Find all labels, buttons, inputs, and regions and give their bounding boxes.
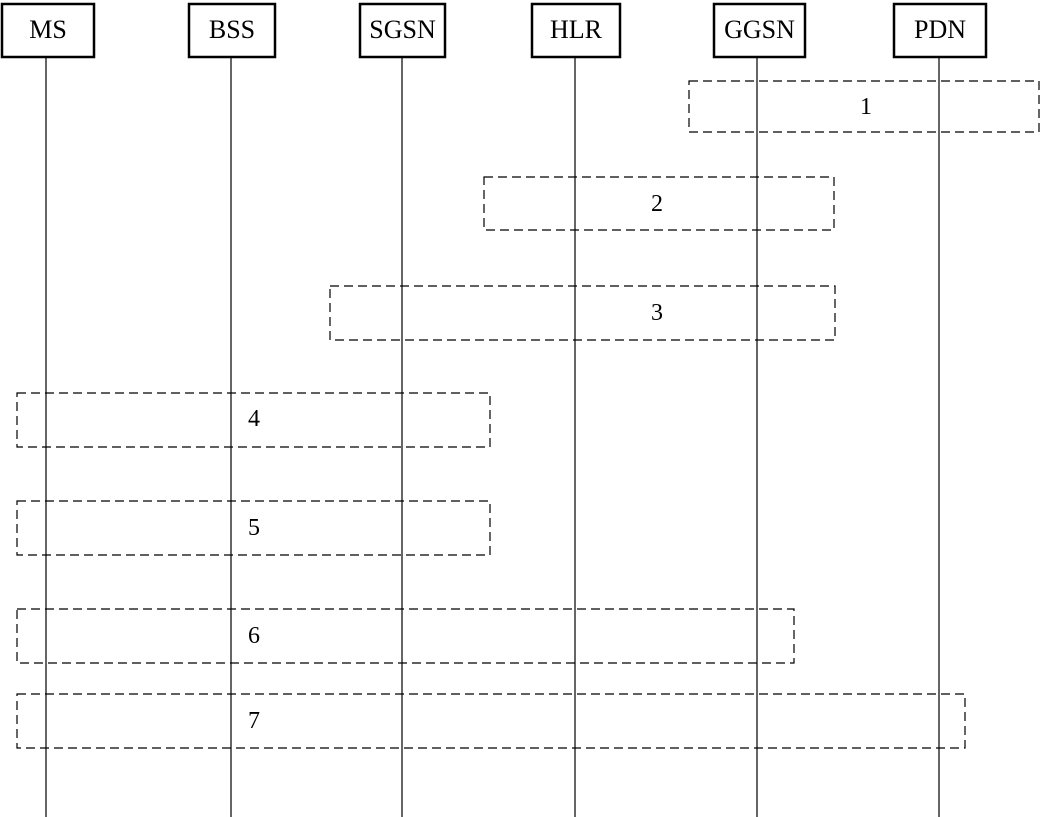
- entity-label-ggsn: GGSN: [724, 15, 795, 44]
- entity-ggsn: GGSN: [712, 2, 807, 59]
- step-6-label: 6: [248, 623, 260, 649]
- step-7: 7: [16, 693, 966, 749]
- entity-bss: BSS: [187, 2, 277, 59]
- entity-ms: MS: [0, 2, 96, 59]
- step-2: 2: [483, 176, 835, 231]
- step-3-box: [329, 285, 836, 341]
- step-5-box: [16, 500, 491, 556]
- step-2-label: 2: [651, 191, 663, 217]
- entity-label-bss: BSS: [209, 15, 255, 44]
- entity-label-pdn: PDN: [914, 15, 966, 44]
- step-5: 5: [16, 500, 491, 556]
- entity-label-hlr: HLR: [550, 15, 603, 44]
- step-7-label: 7: [248, 708, 260, 734]
- entity-pdn: PDN: [892, 2, 988, 59]
- entity-label-ms: MS: [29, 15, 67, 44]
- step-7-box: [16, 693, 966, 749]
- step-3: 3: [329, 285, 836, 341]
- step-4: 4: [16, 392, 491, 448]
- step-1-label: 1: [860, 94, 872, 120]
- entity-sgsn: SGSN: [358, 2, 447, 59]
- step-3-label: 3: [651, 300, 663, 326]
- steps: 1 2 3 4 5 6 7: [16, 80, 1040, 749]
- step-4-label: 4: [248, 406, 260, 432]
- entity-hlr: HLR: [530, 2, 622, 59]
- step-5-label: 5: [248, 515, 260, 541]
- lifelines: [45, 57, 940, 817]
- step-4-box: [16, 392, 491, 448]
- entity-label-sgsn: SGSN: [369, 15, 436, 44]
- entity-headers: MS BSS SGSN HLR GGSN PDN: [0, 2, 988, 59]
- step-1: 1: [688, 80, 1040, 133]
- step-6-box: [16, 608, 795, 664]
- step-2-box: [483, 176, 835, 231]
- step-6: 6: [16, 608, 795, 664]
- step-1-box: [688, 80, 1040, 133]
